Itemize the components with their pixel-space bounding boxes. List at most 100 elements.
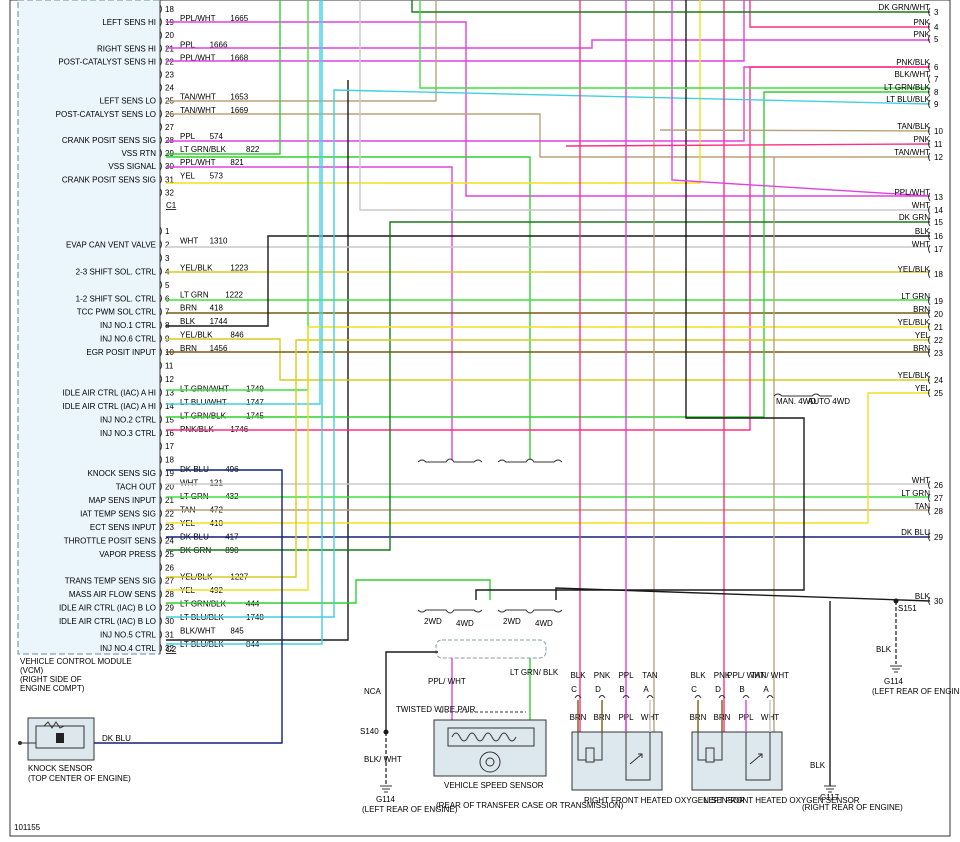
pin-contact <box>159 280 162 290</box>
o2-pin-contact <box>598 695 606 699</box>
terminal-contact <box>928 99 931 109</box>
pin-wire-color: LT BLU/WHT <box>180 398 227 407</box>
pin-contact <box>159 267 162 276</box>
pin-function-label: ECT SENS INPUT <box>90 523 156 532</box>
pin-function-label: EVAP CAN VENT VALVE <box>66 240 156 249</box>
terminal-number: 23 <box>934 349 943 358</box>
terminal-number: 19 <box>934 297 943 306</box>
terminal-contact <box>928 480 931 490</box>
pin-function-label: RIGHT SENS HI <box>97 44 156 53</box>
pin-wire-color: BRN <box>180 344 197 353</box>
pin-contact <box>159 643 162 653</box>
pin-contact <box>159 522 162 532</box>
terminal-wire-color: TAN/WHT <box>894 148 930 157</box>
pin-contact <box>159 428 162 438</box>
o2-top-wire-label: BLK <box>570 671 586 680</box>
pin-number: 28 <box>165 590 174 599</box>
pin-number: 31 <box>165 175 174 184</box>
pin-function-label: EGR POSIT INPUT <box>86 348 156 357</box>
pin-number: 14 <box>165 402 174 411</box>
g114b-label: G114 <box>884 677 904 686</box>
vcm-title-4: ENGINE COMPT) <box>20 684 85 693</box>
pin-wire-color: PPL/WHT <box>180 158 216 167</box>
wire-tan-blk <box>659 129 931 132</box>
wire-ppl-wht <box>166 21 930 197</box>
pin-circuit-number: 822 <box>246 145 260 154</box>
pin-contact <box>159 495 162 505</box>
pin-function-label: TRANS TEMP SENS SIG <box>65 577 156 586</box>
pin-wire-color: LT GRN/BLK <box>180 145 227 154</box>
pin-number: 7 <box>165 308 170 317</box>
pin-number: 15 <box>165 415 174 424</box>
terminal-number: 21 <box>934 323 943 332</box>
diagram-id: 101155 <box>14 823 41 832</box>
pin-contact <box>159 361 162 370</box>
g114b-loc: (LEFT REAR OF ENGINE) <box>872 687 960 696</box>
pin-circuit-number: 1223 <box>230 263 248 272</box>
pin-circuit-number: 573 <box>210 171 224 180</box>
pin-circuit-number: 1665 <box>230 14 248 23</box>
pin-function-label: 1-2 SHIFT SOL. CTRL <box>76 294 157 303</box>
o2-pin-letter: D <box>715 685 721 694</box>
pin-circuit-number: 1749 <box>246 384 264 393</box>
pin-function-label: POST-CATALYST SENS HI <box>58 57 156 66</box>
pin-circuit-number: 444 <box>246 600 260 609</box>
o2-pin-letter: A <box>763 685 769 694</box>
pin-number: 32 <box>165 188 174 197</box>
pin-circuit-number: 1747 <box>246 398 264 407</box>
pin-contact <box>159 576 162 585</box>
pin-wire-color: PPL/WHT <box>180 14 216 23</box>
terminal-wire-color: BLK/WHT <box>894 70 930 79</box>
wire-blk <box>475 0 805 600</box>
pin-contact <box>159 240 162 249</box>
c2-label: C2 <box>166 645 177 654</box>
man-4wd-label: MAN. 4WD <box>776 397 816 406</box>
o2-top-wire-label: TAN <box>642 671 658 680</box>
pin-circuit-number: 1745 <box>246 411 264 420</box>
pin-contact <box>159 83 162 92</box>
terminal-contact <box>928 126 931 136</box>
diagram-frame <box>9 0 951 837</box>
pin-circuit-number: 1310 <box>210 236 228 245</box>
vss-bracket-left <box>417 458 483 463</box>
o2-label-group: BLKCBRNPNKDBRNPPLBPPLTANAWHTBLKCBRNPNKDB… <box>570 671 789 781</box>
pin-wire-color: TAN/WHT <box>180 106 216 115</box>
wire-wht <box>359 0 930 211</box>
pin-contact <box>159 188 162 197</box>
terminal-contact <box>928 217 931 227</box>
wire-lt-grn-blk <box>166 156 531 460</box>
wire-pnk <box>749 0 930 28</box>
right-o2-name: RIGHT FRONT HEATED OXYGEN SENSOR <box>584 796 745 805</box>
vss-harness-connector <box>435 639 547 659</box>
wire-yel-blk <box>166 339 930 578</box>
terminal-contact <box>928 296 931 306</box>
pin-number: 32 <box>165 644 174 653</box>
pin-contact <box>159 4 162 14</box>
pin-contact <box>159 401 162 411</box>
g114-ground-icon <box>380 785 392 793</box>
pin-number: 1 <box>165 227 170 236</box>
pin-contact <box>159 96 162 105</box>
pin-function-label: VSS SIGNAL <box>108 162 156 171</box>
terminal-contact <box>928 74 931 84</box>
pin-wire-color: TAN/WHT <box>180 93 216 102</box>
o2-pin-contact <box>718 695 726 699</box>
pin-function-label: 2-3 SHIFT SOL. CTRL <box>76 267 157 276</box>
g117-label: G117 <box>820 793 840 802</box>
variable-resistor-icon <box>629 753 643 765</box>
terminal-wire-color: DK GRN <box>899 213 930 222</box>
wire-ppl-wht <box>166 0 745 62</box>
pin-wire-color: LT GRN/WHT <box>180 384 229 393</box>
pin-number: 3 <box>165 254 170 263</box>
transfer-switch-bracket <box>773 393 832 397</box>
pin-number: 23 <box>165 523 174 532</box>
pin-contact <box>159 226 162 236</box>
wire-tan-wht <box>166 113 930 158</box>
pin-wire-color: YEL <box>180 171 196 180</box>
wire-ppl-wht <box>166 166 453 460</box>
pin-number: 22 <box>165 509 174 518</box>
terminal-contact <box>928 596 931 606</box>
pin-number: 18 <box>165 5 174 14</box>
pin-number: 20 <box>165 483 174 492</box>
pin-circuit-number: 1668 <box>230 53 248 62</box>
